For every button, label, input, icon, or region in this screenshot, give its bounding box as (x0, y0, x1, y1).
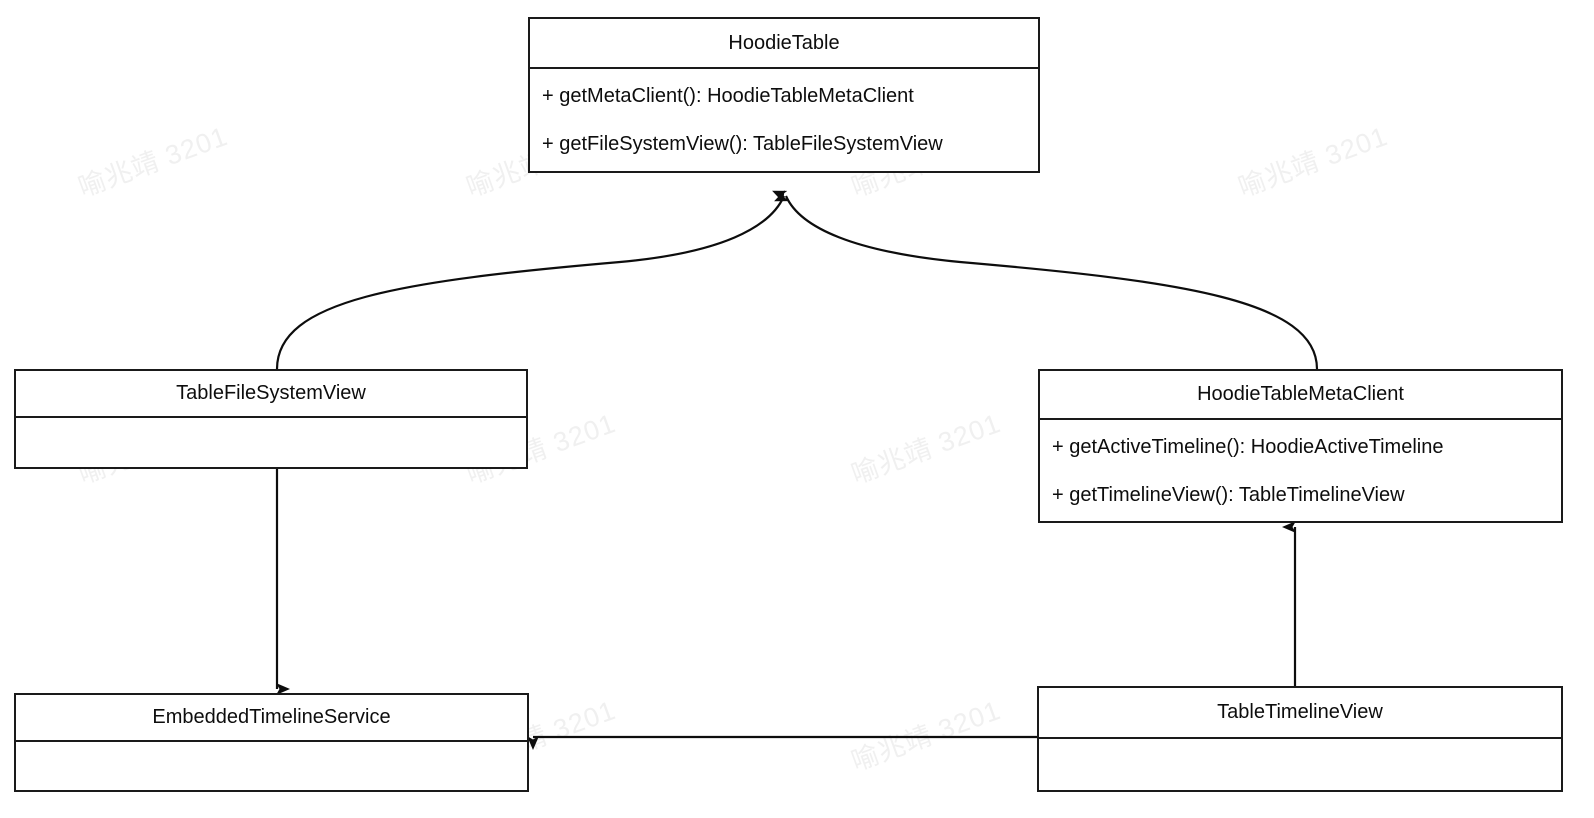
class-members-table-timeline-view (1039, 739, 1561, 790)
class-members-table-file-system-view (16, 418, 526, 467)
class-title-embedded-timeline-service: EmbeddedTimelineService (16, 695, 527, 742)
class-members-embedded-timeline-service (16, 742, 527, 790)
class-box-hoodie-table-meta-client[interactable]: HoodieTableMetaClient + getActiveTimelin… (1038, 369, 1563, 523)
edge-hoodie-table-meta-client-to-hoodie-table (774, 190, 1319, 370)
class-box-hoodie-table[interactable]: HoodieTable + getMetaClient(): HoodieTab… (528, 17, 1040, 173)
class-box-table-timeline-view[interactable]: TableTimelineView (1037, 686, 1563, 792)
class-member: + getTimelineView(): TableTimelineView (1052, 483, 1405, 506)
class-member: + getActiveTimeline(): HoodieActiveTimel… (1052, 435, 1444, 458)
class-members-hoodie-table: + getMetaClient(): HoodieTableMetaClient… (530, 69, 1038, 171)
class-member: + getMetaClient(): HoodieTableMetaClient (542, 85, 914, 107)
class-member: + getFileSystemView(): TableFileSystemVi… (542, 133, 943, 155)
class-members-hoodie-table-meta-client: + getActiveTimeline(): HoodieActiveTimel… (1040, 420, 1561, 521)
class-box-embedded-timeline-service[interactable]: EmbeddedTimelineService (14, 693, 529, 792)
class-title-table-timeline-view: TableTimelineView (1039, 688, 1561, 739)
class-title-hoodie-table-meta-client: HoodieTableMetaClient (1040, 371, 1561, 420)
edge-table-file-system-view-to-hoodie-table (275, 190, 788, 370)
class-title-hoodie-table: HoodieTable (530, 19, 1038, 69)
class-title-table-file-system-view: TableFileSystemView (16, 371, 526, 418)
class-box-table-file-system-view[interactable]: TableFileSystemView (14, 369, 528, 469)
